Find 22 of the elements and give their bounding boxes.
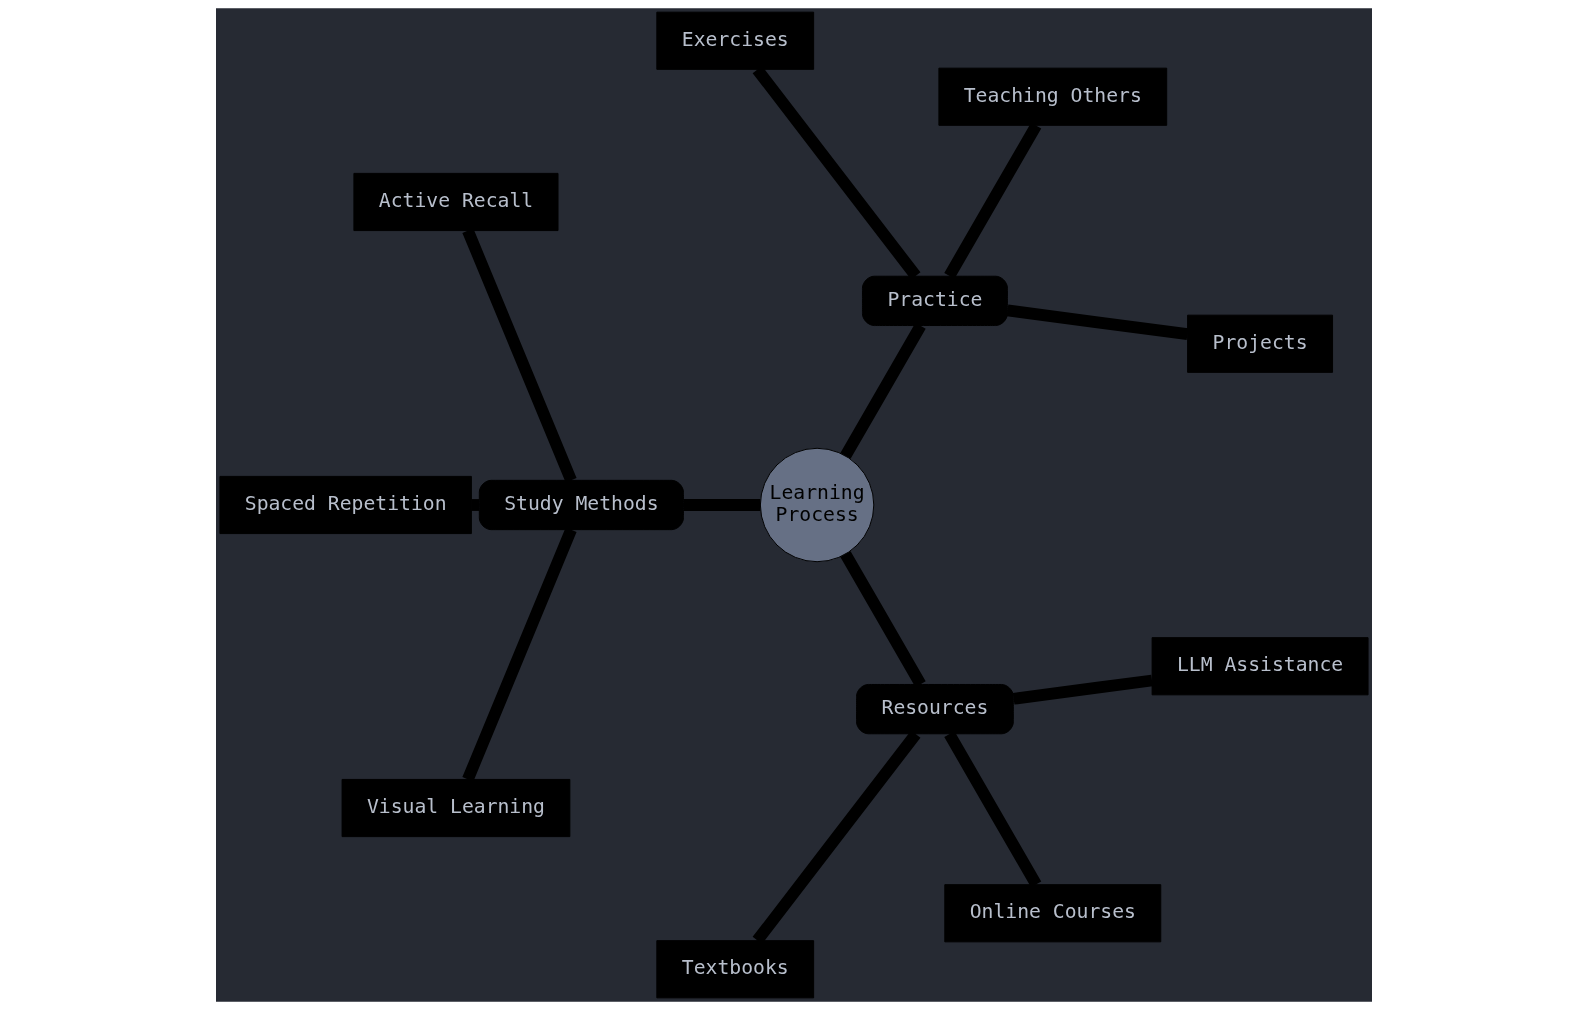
connector (944, 122, 1042, 279)
node-circle: Learning Process (759, 447, 875, 563)
node-box: Practice (861, 275, 1008, 326)
node-box: Spaced Repetition (219, 475, 472, 535)
connector (1012, 674, 1153, 705)
node-box: Projects (1187, 314, 1334, 373)
connector (944, 731, 1042, 888)
connector (462, 527, 577, 782)
connector (462, 228, 577, 483)
node-box: Teaching Others (938, 67, 1168, 126)
connector (683, 499, 761, 511)
connector (471, 499, 480, 511)
connector (840, 551, 926, 688)
connector (1006, 304, 1189, 341)
node-box: Textbooks (656, 940, 815, 999)
node-box: LLM Assistance (1151, 637, 1369, 696)
node-box: Online Courses (944, 884, 1162, 943)
node-box: Resources (856, 684, 1014, 735)
node-box: Visual Learning (341, 778, 571, 838)
node-box: Exercises (656, 11, 815, 70)
node-box: Active Recall (353, 172, 559, 232)
node-box: Study Methods (478, 479, 684, 531)
